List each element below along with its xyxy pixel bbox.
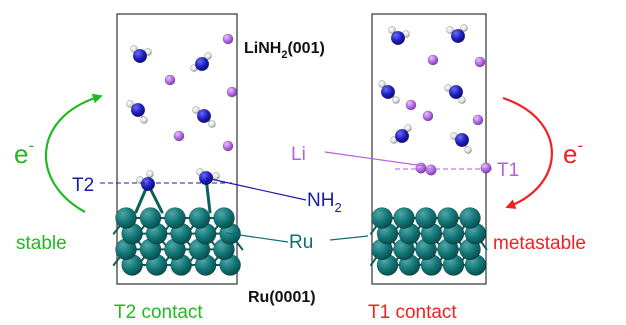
ru-leader-right	[329, 235, 369, 241]
hydrogen-atom	[140, 116, 148, 124]
lithium-atom	[472, 114, 484, 126]
hydrogen-atom	[378, 80, 386, 88]
lithium-atom	[474, 56, 486, 68]
lithium-atom	[427, 54, 439, 66]
ru-atom	[164, 207, 186, 229]
lithium-atom	[164, 74, 176, 86]
nitrogen-atom	[450, 28, 466, 44]
li-label: Li	[291, 144, 306, 165]
electron-label-right: e-	[563, 136, 583, 169]
hydrogen-atom	[464, 146, 472, 154]
ru-atom	[371, 207, 393, 229]
nitrogen-atom	[390, 30, 406, 46]
nitrogen-atom	[394, 128, 410, 144]
hydrogen-atom	[460, 24, 468, 32]
lithium-atom	[422, 110, 434, 122]
nitrogen-atom	[454, 132, 470, 148]
lithium-amide-layer-right	[378, 24, 492, 176]
hydrogen-atom	[146, 170, 154, 178]
nitrogen-atom	[130, 102, 146, 118]
ru-atom	[139, 207, 162, 229]
ru-atom	[188, 207, 211, 229]
hydrogen-atom	[212, 172, 220, 180]
electron-label-left: e-	[14, 136, 34, 169]
right-panel-frame	[371, 13, 487, 285]
ru-leader-left	[225, 232, 289, 243]
ru-atom	[393, 207, 415, 229]
ru-atom	[213, 207, 235, 229]
ru-atom	[415, 207, 437, 229]
hydrogen-atom	[192, 106, 200, 114]
hydrogen-atom	[126, 100, 134, 108]
hydrogen-atom	[404, 124, 412, 132]
hydrogen-atom	[208, 120, 216, 128]
hydrogen-atom	[204, 52, 212, 60]
t1-site-label: T1	[497, 160, 519, 181]
nitrogen-atom	[380, 84, 396, 100]
nitrogen-atom	[194, 56, 210, 72]
right-state-label: metastable	[493, 233, 586, 254]
lithium-atom	[226, 86, 238, 98]
lithium-atom	[415, 162, 427, 174]
hydrogen-atom	[458, 96, 466, 104]
nh2-label: NH2	[307, 190, 342, 215]
lithium-atom	[222, 33, 234, 45]
hydrogen-atom	[130, 45, 138, 53]
hydrogen-atom	[446, 26, 454, 34]
ru-atom	[437, 207, 459, 229]
ru-label: Ru	[289, 232, 313, 253]
electron-arrow-left	[45, 93, 103, 213]
hydrogen-atom	[388, 26, 396, 34]
ru-atom	[115, 207, 137, 229]
lithium-atom	[222, 140, 234, 152]
film-label: LiNH2(001)	[244, 40, 325, 61]
left-panel-frame	[116, 13, 238, 285]
nh2-leader-line	[205, 177, 307, 201]
lithium-amide-layer-left	[126, 33, 238, 214]
ru-atom	[459, 207, 481, 229]
ru-slab-right	[370, 207, 488, 276]
hydrogen-atom	[392, 96, 400, 104]
li-leader-line	[324, 151, 425, 167]
nitrogen-atom	[196, 108, 212, 124]
nitrogen-atom	[448, 84, 464, 100]
electron-arrow-right	[502, 96, 553, 209]
right-caption: T1 contact	[368, 302, 457, 323]
lithium-atom	[480, 162, 492, 174]
left-caption: T2 contact	[114, 302, 203, 323]
lithium-atom	[173, 130, 185, 142]
nitrogen-atom	[132, 48, 148, 64]
lithium-atom	[405, 99, 417, 111]
ru-slab-left	[112, 207, 244, 276]
nitrogen-atom	[140, 176, 156, 192]
substrate-label: Ru(0001)	[248, 289, 316, 306]
left-state-label: stable	[16, 233, 67, 254]
t2-site-label: T2	[72, 175, 94, 196]
lithium-atom	[425, 164, 437, 176]
